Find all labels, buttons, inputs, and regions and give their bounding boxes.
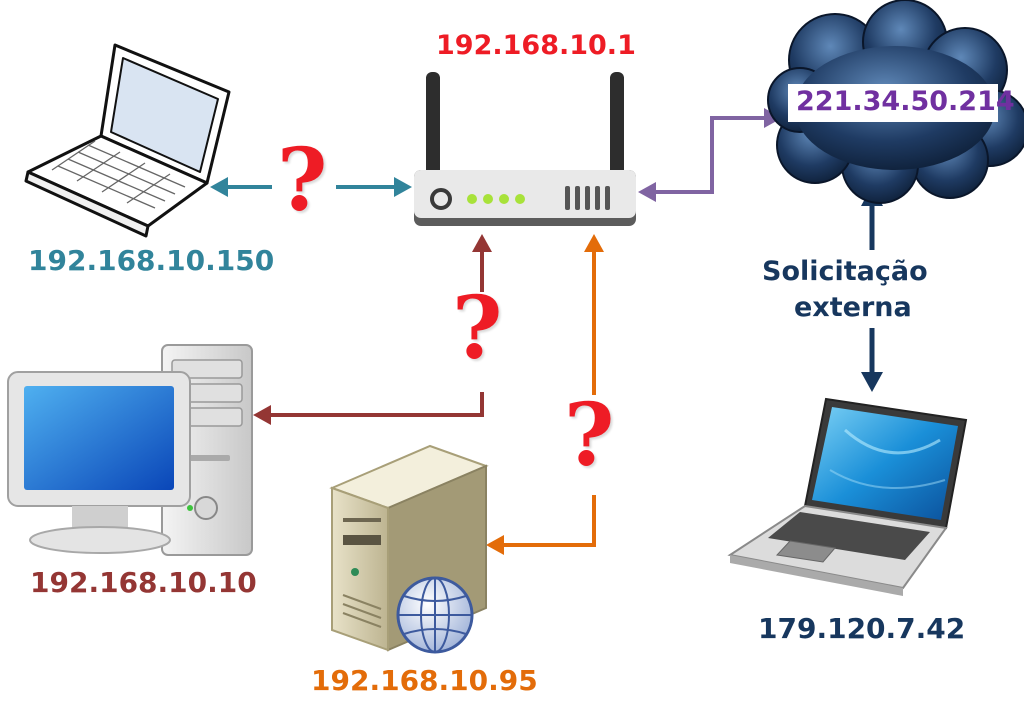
router-ip-label: 192.168.10.1 xyxy=(436,30,636,61)
link-laptop-router xyxy=(210,177,412,197)
desktop-ip-label: 192.168.10.10 xyxy=(30,566,257,599)
question-mark-server: ? xyxy=(564,385,615,486)
external-laptop-ip-label: 179.120.7.42 xyxy=(758,612,966,645)
router-icon xyxy=(414,72,636,226)
cloud-icon xyxy=(767,0,1024,204)
server-ip-label: 192.168.10.95 xyxy=(311,664,538,697)
external-laptop-icon xyxy=(727,397,968,596)
question-mark-desktop: ? xyxy=(452,278,503,379)
external-request-line1: Solicitação xyxy=(762,256,928,287)
desktop-computer-icon xyxy=(7,344,253,556)
globe-icon xyxy=(396,576,474,654)
laptop-icon xyxy=(24,43,231,238)
external-request-line2: externa xyxy=(794,292,912,323)
link-server-router xyxy=(486,234,604,555)
cloud-ip-label: 221.34.50.214 xyxy=(796,86,1015,117)
link-router-cloud xyxy=(638,108,782,202)
link-cloud-external xyxy=(861,186,883,392)
laptop-left-ip-label: 192.168.10.150 xyxy=(28,244,275,277)
question-mark-laptop: ? xyxy=(277,130,328,231)
link-desktop-router xyxy=(253,234,492,425)
